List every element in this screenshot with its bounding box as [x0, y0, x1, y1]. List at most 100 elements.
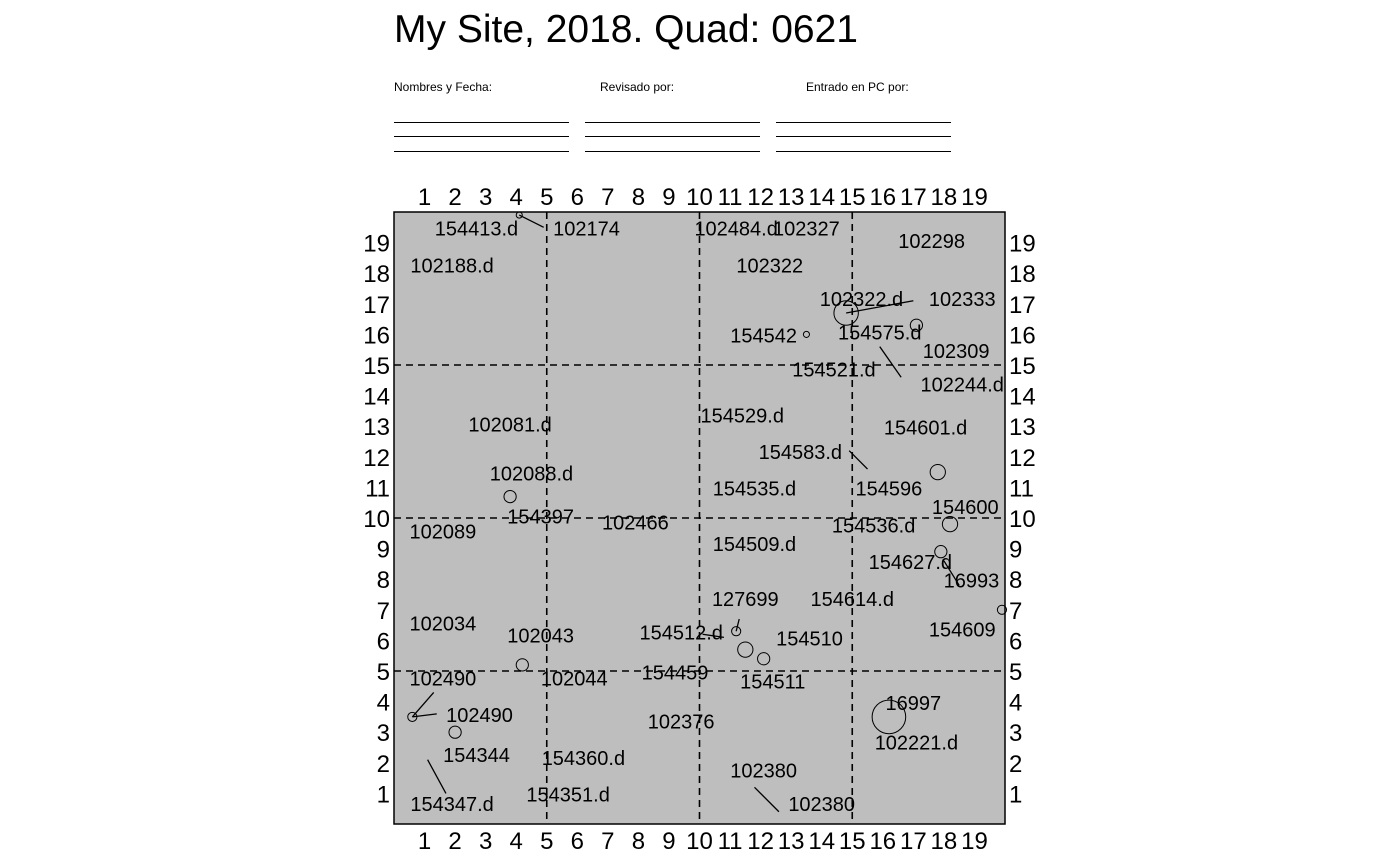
point-label: 16993: [944, 571, 1000, 593]
point-label: 102490: [446, 705, 513, 727]
point-label: 102088.d: [490, 463, 573, 485]
point-label: 102322.d: [820, 289, 903, 311]
y-tick-label-left: 18: [363, 261, 390, 288]
point-label: 154510: [776, 629, 843, 651]
field-label-names-date: Nombres y Fecha:: [394, 80, 493, 94]
y-tick-label-right: 3: [1009, 720, 1022, 747]
x-tick-label-bottom: 14: [808, 828, 835, 855]
leader-line: [702, 633, 725, 638]
signature-line: [394, 151, 569, 152]
y-tick-label-left: 9: [377, 537, 390, 564]
x-tick-label-bottom: 17: [900, 828, 927, 855]
y-tick-label-right: 8: [1009, 567, 1022, 594]
plant-circle: [757, 652, 771, 666]
y-tick-label-left: 15: [363, 353, 390, 380]
plant-circle: [941, 515, 959, 533]
plant-circle: [407, 711, 418, 722]
x-tick-label-bottom: 8: [632, 828, 645, 855]
y-tick-label-right: 1: [1009, 781, 1022, 808]
x-tick-label-top: 5: [540, 184, 553, 211]
y-tick-label-left: 1: [377, 781, 390, 808]
x-tick-label-bottom: 10: [686, 828, 713, 855]
x-tick-label-bottom: 3: [479, 828, 492, 855]
x-tick-label-bottom: 6: [571, 828, 584, 855]
x-tick-label-bottom: 18: [931, 828, 958, 855]
x-tick-label-bottom: 15: [839, 828, 866, 855]
point-label: 154509.d: [713, 534, 796, 556]
point-label: 102043: [507, 626, 574, 648]
signature-line: [394, 136, 569, 137]
signature-line: [776, 122, 951, 123]
y-tick-label-left: 7: [377, 598, 390, 625]
point-label: 154512.d: [639, 623, 722, 645]
leader-line: [879, 346, 902, 378]
x-tick-label-bottom: 1: [418, 828, 431, 855]
y-tick-label-right: 5: [1009, 659, 1022, 686]
point-label: 154542: [730, 326, 797, 348]
x-tick-label-top: 14: [808, 184, 835, 211]
point-label: 154521.d: [792, 359, 875, 381]
point-label: 154596: [856, 479, 923, 501]
x-tick-label-top: 8: [632, 184, 645, 211]
point-label: 102466: [602, 512, 669, 534]
point-label: 102376: [648, 711, 715, 733]
y-tick-label-left: 4: [377, 690, 390, 717]
y-tick-label-right: 19: [1009, 231, 1036, 258]
y-tick-label-left: 10: [363, 506, 390, 533]
y-tick-label-left: 11: [365, 475, 390, 502]
y-tick-label-left: 12: [363, 445, 390, 472]
point-label: 102380: [788, 794, 855, 816]
y-tick-label-right: 18: [1009, 261, 1036, 288]
point-label: 154575.d: [838, 323, 921, 345]
x-tick-label-bottom: 9: [662, 828, 675, 855]
field-label-reviewed-by: Revisado por:: [600, 80, 675, 94]
leader-line: [754, 786, 780, 813]
y-tick-label-left: 3: [377, 720, 390, 747]
y-tick-label-left: 2: [377, 751, 390, 778]
point-label: 154360.d: [542, 748, 625, 770]
plant-circle: [833, 300, 859, 326]
x-tick-label-top: 19: [961, 184, 988, 211]
point-label: 154529.d: [701, 405, 784, 427]
y-tick-label-right: 9: [1009, 537, 1022, 564]
x-tick-label-top: 6: [571, 184, 584, 211]
signature-line: [585, 151, 760, 152]
point-label: 102221.d: [875, 733, 958, 755]
y-tick-label-left: 17: [363, 292, 390, 319]
x-tick-label-bottom: 11: [718, 828, 743, 855]
plant-circle: [802, 330, 810, 338]
x-tick-label-bottom: 7: [601, 828, 614, 855]
y-tick-label-right: 17: [1009, 292, 1036, 319]
point-label: 127699: [712, 589, 779, 611]
x-tick-label-bottom: 13: [778, 828, 805, 855]
point-label: 102044: [541, 668, 608, 690]
point-label: 102081.d: [468, 414, 551, 436]
plant-circle: [448, 725, 462, 739]
point-label: 102089: [410, 522, 477, 544]
point-label: 16997: [886, 693, 942, 715]
x-tick-label-top: 17: [900, 184, 927, 211]
plant-circle: [934, 545, 948, 559]
plant-circle: [731, 626, 742, 637]
x-tick-label-bottom: 19: [961, 828, 988, 855]
y-tick-label-right: 2: [1009, 751, 1022, 778]
x-tick-label-top: 13: [778, 184, 805, 211]
y-tick-label-left: 8: [377, 567, 390, 594]
plant-circle: [503, 489, 517, 504]
point-label: 102034: [410, 613, 477, 635]
leader-line: [846, 300, 914, 314]
leader-line: [943, 560, 960, 586]
leader-line: [411, 691, 435, 718]
page-title: My Site, 2018. Quad: 0621: [394, 8, 858, 51]
point-label: 154614.d: [811, 589, 894, 611]
signature-line: [776, 136, 951, 137]
point-label: 154413.d: [435, 219, 518, 241]
x-tick-label-top: 16: [869, 184, 896, 211]
point-label: 154601.d: [884, 418, 967, 440]
plant-circle: [737, 641, 754, 658]
point-label: 102188.d: [410, 255, 493, 277]
point-label: 102322: [736, 255, 803, 277]
point-label: 154351.d: [526, 785, 609, 807]
x-tick-label-bottom: 12: [747, 828, 774, 855]
y-tick-label-left: 5: [377, 659, 390, 686]
